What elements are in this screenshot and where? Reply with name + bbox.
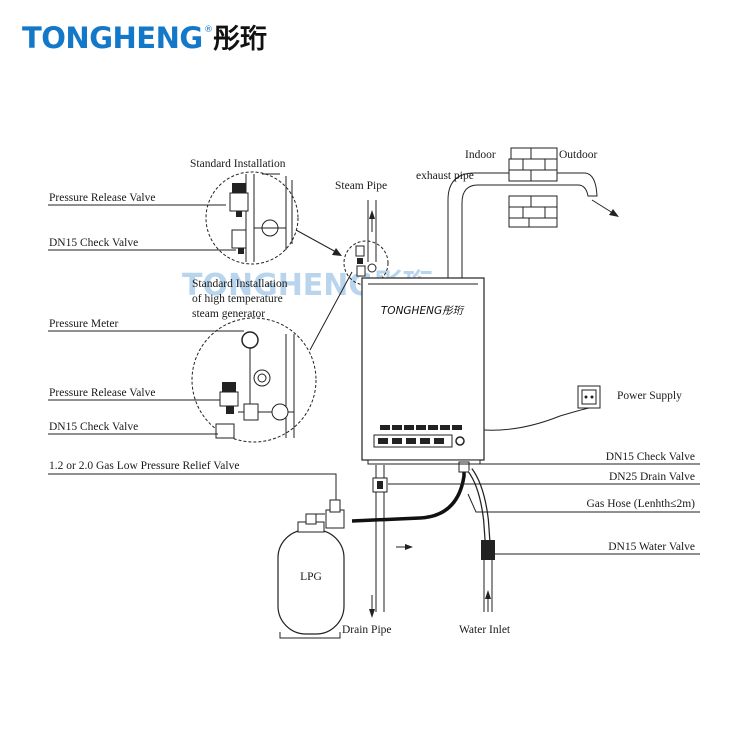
label-drain-pipe: Drain Pipe [342, 624, 392, 636]
power-supply-socket [483, 385, 601, 431]
brand-name: TONGHENG [22, 21, 203, 55]
small-valve-circle [343, 240, 389, 286]
label-gas-hose: Gas Hose (Lenhth≤2m) [586, 498, 695, 510]
label-std-install-line-1: Standard Installation [192, 278, 288, 290]
label-pressure-release-valve-2: Pressure Release Valve [49, 387, 155, 399]
labels: Standard Installation Steam Pipe Indoor … [49, 149, 695, 636]
label-outdoor: Outdoor [559, 149, 598, 161]
brand-logo: TONGHENG ® 彤珩 [22, 21, 267, 55]
label-std-install-line-3: steam generator [192, 308, 265, 320]
label-water-inlet: Water Inlet [459, 624, 511, 636]
exhaust-flow-arrow [591, 199, 619, 217]
lpg-label: LPG [300, 571, 322, 583]
label-dn15-check-valve-2: DN15 Check Valve [49, 421, 138, 433]
label-pressure-meter: Pressure Meter [49, 318, 118, 330]
brand-registered-mark: ® [204, 25, 213, 35]
label-dn25-drain-valve: DN25 Drain Valve [609, 471, 695, 483]
water-inlet-hose [467, 468, 495, 612]
label-dn15-check-valve-right: DN15 Check Valve [606, 451, 695, 463]
label-power-supply: Power Supply [617, 390, 682, 402]
steam-pipe [367, 200, 377, 262]
label-standard-installation: Standard Installation [190, 158, 286, 170]
label-gas-low-pressure-relief-valve: 1.2 or 2.0 Gas Low Pressure Relief Valve [49, 460, 239, 472]
detail-connectors [295, 229, 353, 351]
label-exhaust-pipe: exhaust pipe [416, 170, 474, 182]
standard-installation-detail-upper [205, 171, 299, 265]
label-indoor: Indoor [465, 149, 496, 161]
device-logo: TONGHENG彤珩 [381, 305, 465, 317]
label-dn15-check-valve-1: DN15 Check Valve [49, 237, 138, 249]
standard-installation-detail-lower [191, 317, 317, 443]
brand-name-chinese: 彤珩 [213, 24, 267, 55]
label-std-install-line-2: of high temperature [192, 293, 283, 305]
drain-pipe [369, 465, 413, 618]
exhaust-pipe [447, 172, 598, 278]
gas-hose [351, 461, 470, 523]
steam-generator: TONGHENG彤珩 [361, 277, 485, 465]
label-dn15-water-valve: DN15 Water Valve [608, 541, 695, 553]
control-panel [373, 425, 465, 448]
label-steam-pipe: Steam Pipe [335, 180, 387, 192]
lpg-tank: LPG [277, 499, 345, 639]
brick-wall [508, 147, 558, 228]
callout-lines [48, 204, 700, 555]
label-pressure-release-valve-1: Pressure Release Valve [49, 192, 155, 204]
